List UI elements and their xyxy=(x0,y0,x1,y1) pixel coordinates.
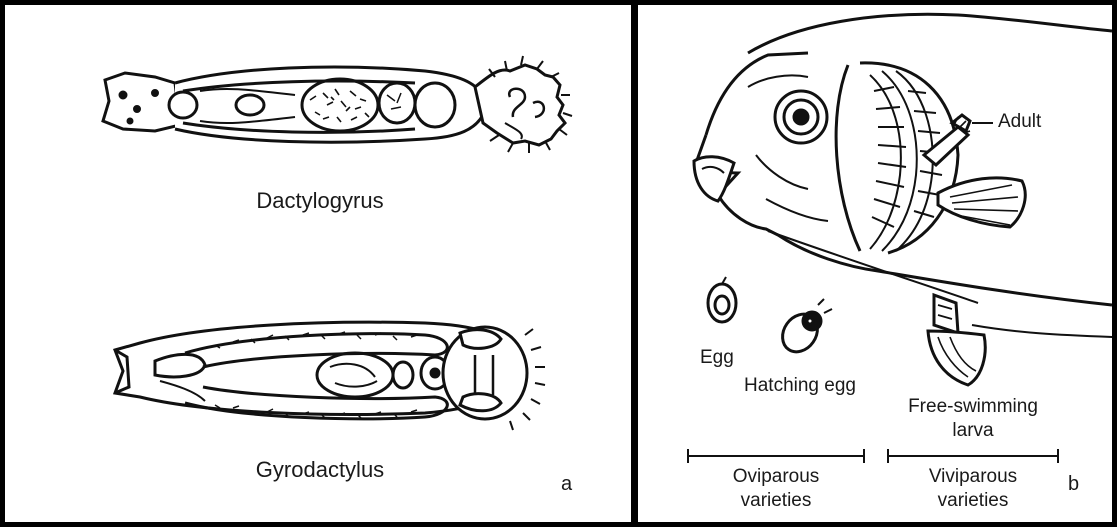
label-egg: Egg xyxy=(700,347,734,369)
dactylogyrus-illustration xyxy=(103,56,572,153)
label-gyrodactylus: Gyrodactylus xyxy=(200,457,440,483)
panel-b: Adult Egg Hatching egg Free-swimming lar… xyxy=(638,5,1112,522)
label-free-swimming-larva: Free-swimming larva xyxy=(888,395,1058,443)
label-oviparous-line2: varieties xyxy=(688,489,864,513)
panel-a: Dactylogyrus Gyrodactylus a xyxy=(5,5,631,522)
label-dactylogyrus: Dactylogyrus xyxy=(200,188,440,214)
label-viviparous-varieties: Viviparous varieties xyxy=(888,465,1058,513)
label-hatching-egg: Hatching egg xyxy=(744,375,856,397)
panel-b-drawing xyxy=(638,5,1112,522)
gyrodactylus-illustration xyxy=(115,322,545,430)
label-viviparous-line1: Viviparous xyxy=(888,465,1058,489)
panel-letter-a: a xyxy=(561,473,572,496)
panel-letter-b: b xyxy=(1068,473,1079,496)
label-free-swimming-line1: Free-swimming xyxy=(888,395,1058,419)
label-free-swimming-line2: larva xyxy=(888,419,1058,443)
panel-divider xyxy=(631,0,638,527)
label-adult: Adult xyxy=(998,111,1041,133)
label-viviparous-line2: varieties xyxy=(888,489,1058,513)
label-oviparous-line1: Oviparous xyxy=(688,465,864,489)
label-oviparous-varieties: Oviparous varieties xyxy=(688,465,864,513)
panel-a-drawing xyxy=(5,5,631,522)
